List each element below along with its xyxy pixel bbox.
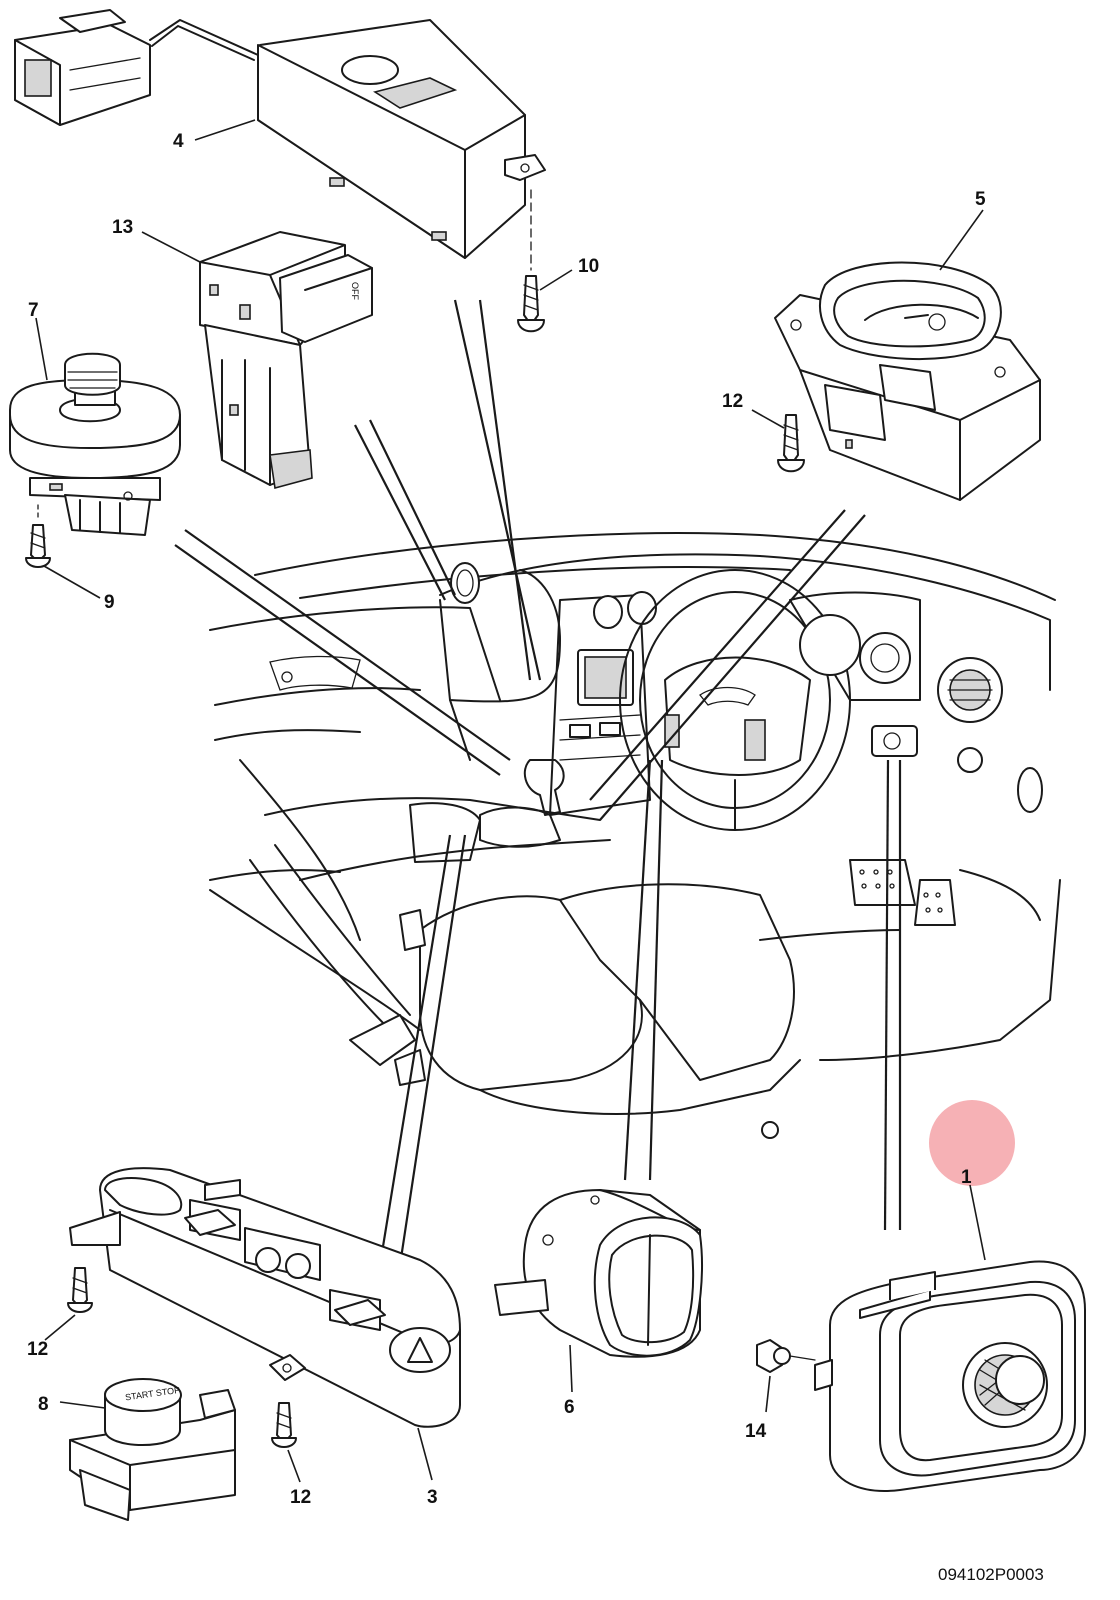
leader-9	[43, 565, 101, 599]
switch-13-marking: OFF	[350, 282, 360, 300]
leader-1	[969, 1184, 986, 1261]
callout-4: 4	[173, 131, 184, 152]
part-9-screw	[25, 504, 51, 568]
callout-14: 14	[745, 1421, 767, 1442]
part-6-rocker-switch	[494, 1189, 703, 1358]
callout-7: 7	[28, 300, 39, 321]
leader-7	[35, 317, 48, 381]
part-14-nut	[756, 1339, 816, 1373]
drawing-code: 094102P0003	[938, 1565, 1044, 1584]
callout-8: 8	[38, 1394, 49, 1415]
callout-5: 5	[975, 189, 986, 210]
leader-12-upper	[751, 409, 785, 429]
leader-6	[569, 1344, 573, 1393]
leader-8	[59, 1401, 106, 1409]
part-3-console-switch-pack	[69, 1167, 461, 1428]
part-4-control-module	[14, 9, 546, 259]
leader-4	[194, 119, 256, 141]
highlight-marker	[929, 1100, 1015, 1186]
callout-lines	[174, 299, 902, 1266]
part-5-switch-panel	[774, 261, 1041, 501]
callout-10: 10	[578, 256, 599, 277]
callout-9: 9	[104, 592, 115, 613]
leader-12-bottom	[287, 1449, 301, 1483]
part-12-screw-bottom	[271, 1402, 297, 1448]
callout-12-bottom: 12	[290, 1487, 311, 1508]
car-interior-scene	[209, 532, 1061, 1139]
part-8-start-stop-button: START STOP	[69, 1378, 236, 1521]
part-12-screw-left	[67, 1267, 93, 1313]
callout-1: 1	[961, 1167, 972, 1188]
callout-3: 3	[427, 1487, 438, 1508]
part-7-rotary-switch	[9, 352, 181, 536]
callout-13: 13	[112, 217, 133, 238]
leader-5	[939, 209, 984, 271]
part-1-mirror-switch	[814, 1260, 1086, 1492]
part-12-screw-upper	[777, 414, 805, 473]
part-13-switch: OFF	[199, 231, 373, 490]
callout-6: 6	[564, 1397, 575, 1418]
leader-10	[539, 269, 573, 291]
part-10-screw	[517, 189, 545, 333]
leader-3	[417, 1427, 433, 1481]
callout-12-left: 12	[27, 1339, 48, 1360]
leader-14	[765, 1375, 771, 1413]
leader-13	[141, 231, 201, 263]
leader-12-left	[44, 1314, 76, 1341]
callout-12-upper: 12	[722, 391, 743, 412]
